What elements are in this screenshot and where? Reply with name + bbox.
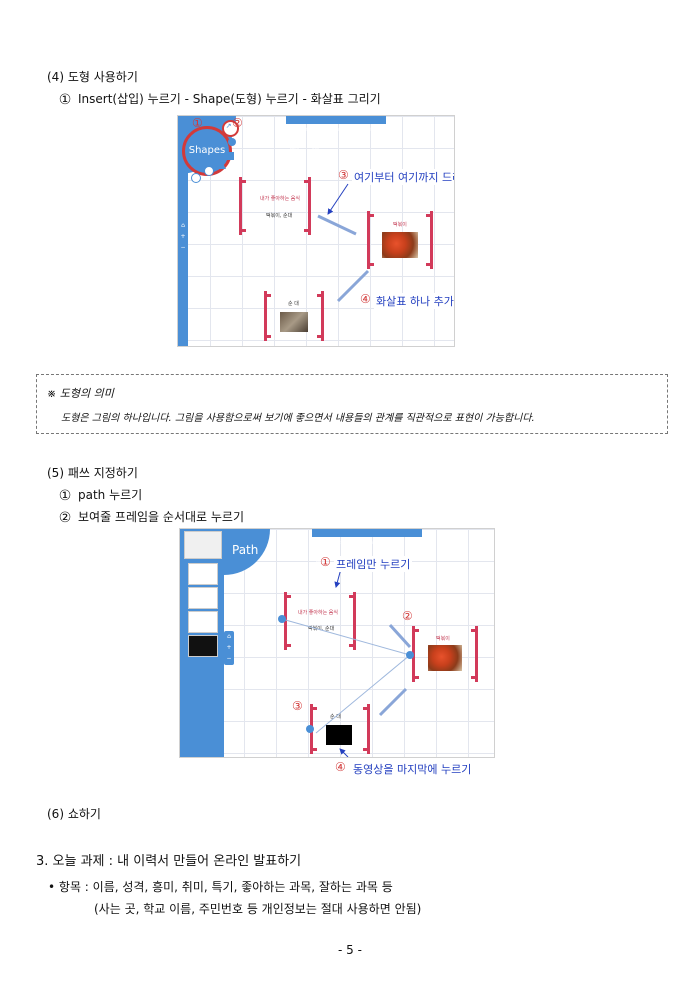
arrow-tool-button[interactable] bbox=[222, 120, 239, 137]
marker-1: ① bbox=[320, 555, 331, 569]
assignment-item-line: • 항목 : 이름, 성격, 흥미, 취미, 특기, 좋아하는 과목, 잘하는 … bbox=[48, 878, 393, 895]
section4-heading: (4) 도형 사용하기 bbox=[47, 70, 138, 84]
path-node-1 bbox=[278, 615, 286, 623]
path-label: Path bbox=[232, 543, 259, 557]
toolbar-print[interactable]: Print bbox=[388, 540, 398, 545]
toolbar-print[interactable]: Print bbox=[362, 127, 372, 132]
shape-circle-icon[interactable] bbox=[191, 173, 201, 183]
prezi-screenshot-shapes: Saved at 10:03 Meeting Print Help Exit S… bbox=[177, 115, 455, 347]
toolbar-meeting[interactable]: Meeting bbox=[333, 127, 350, 132]
sundae-photo bbox=[280, 312, 308, 332]
section5-step1: ① path 누르기 bbox=[58, 486, 143, 504]
drag-pointer-arrow bbox=[327, 183, 349, 215]
zoom-in-icon[interactable]: + bbox=[226, 644, 232, 651]
step-number: ② bbox=[58, 509, 72, 526]
marker-1: ① bbox=[192, 116, 203, 130]
home-icon[interactable]: ⌂ bbox=[227, 633, 231, 640]
frame-c-title: 순 대 bbox=[288, 301, 299, 307]
step-text: 보여줄 프레임을 순서대로 누르기 bbox=[78, 510, 245, 524]
assignment-warning: (사는 곳, 학교 이름, 주민번호 등 개인정보는 절대 사용하면 안됨) bbox=[94, 902, 422, 916]
frame-favorite-food[interactable] bbox=[284, 592, 356, 650]
toolbar-help[interactable]: Help bbox=[316, 559, 326, 564]
arrow-tool-icon: ↗ bbox=[225, 122, 232, 130]
path-node-3 bbox=[306, 725, 314, 733]
shape-triangle-icon[interactable] bbox=[216, 160, 226, 169]
shape-dot-icon[interactable] bbox=[228, 138, 236, 146]
thumb-frame-1[interactable] bbox=[188, 563, 218, 585]
toolbar-saved[interactable]: Saved at 10:03 bbox=[316, 540, 347, 545]
zoom-out-icon[interactable]: − bbox=[226, 655, 232, 662]
marker-2: ② bbox=[402, 609, 413, 623]
path-node-2 bbox=[406, 651, 414, 659]
prezi-toolbar: Saved at 10:03 Meeting Print Help Exit bbox=[286, 116, 386, 151]
pointer-arrow-3 bbox=[378, 687, 408, 717]
marker-3: ③ bbox=[292, 699, 303, 713]
thumb-overview[interactable] bbox=[184, 531, 222, 559]
toolbar-saved[interactable]: Saved at 10:03 bbox=[290, 127, 321, 132]
thumb-frame-4[interactable] bbox=[188, 635, 218, 657]
marker-4: ④ bbox=[335, 760, 346, 774]
marker-4: ④ bbox=[360, 292, 371, 306]
tteokbokki-photo bbox=[382, 232, 418, 258]
shape-pen-icon[interactable] bbox=[204, 166, 214, 176]
page-number: - 5 - bbox=[338, 943, 362, 957]
frame-b-title: 떡볶이 bbox=[436, 636, 450, 642]
arrow-annotation: 화살표 하나 추가 bbox=[374, 293, 454, 309]
note-body: 도형은 그림의 하나입니다. 그림을 사용함으로써 보기에 좋으면서 내용들의 … bbox=[61, 413, 535, 424]
zoom-in-icon[interactable]: + bbox=[180, 233, 186, 240]
thumb-frame-3[interactable] bbox=[188, 611, 218, 633]
path-lines bbox=[278, 564, 414, 757]
zoom-out-icon[interactable]: − bbox=[180, 244, 186, 251]
zoom-controls: ⌂ + − bbox=[178, 220, 188, 254]
pointer-arrow-4 bbox=[339, 748, 349, 757]
step-text: Insert(삽입) 누르기 - Shape(도형) 누르기 - 화살표 그리기 bbox=[78, 92, 381, 106]
section6-heading: (6) 쇼하기 bbox=[47, 807, 101, 821]
step-text: path 누르기 bbox=[78, 488, 143, 502]
path-connector bbox=[281, 618, 412, 734]
shapes-label: Shapes bbox=[188, 145, 226, 156]
video-thumbnail[interactable] bbox=[326, 725, 352, 745]
toolbar-help[interactable]: Help bbox=[290, 146, 300, 151]
assignment-heading: 3. 오늘 과제 : 내 이력서 만들어 온라인 발표하기 bbox=[36, 854, 302, 869]
drawn-arrow-2 bbox=[336, 269, 370, 303]
note-box: ※ 도형의 의미 도형은 그림의 하나입니다. 그림을 사용함으로써 보기에 좋… bbox=[36, 374, 668, 434]
shape-square-icon[interactable] bbox=[226, 152, 234, 160]
video-annotation: 동영상을 마지막에 누르기 bbox=[351, 761, 474, 777]
drag-annotation: 여기부터 여기까지 드래그 bbox=[352, 169, 454, 185]
section4-step1: ① Insert(삽입) 누르기 - Shape(도형) 누르기 - 화살표 그리… bbox=[58, 90, 381, 107]
frame-favorite-food[interactable] bbox=[239, 177, 311, 235]
thumb-frame-2[interactable] bbox=[188, 587, 218, 609]
prezi-screenshot-path: Saved at 10:03 Meeting Print Help Exit P… bbox=[179, 528, 495, 758]
frame-a-title: 내가 좋아하는 음식 bbox=[298, 610, 338, 616]
section5-step2: ② 보여줄 프레임을 순서대로 누르기 bbox=[58, 508, 244, 525]
item-text: 항목 : 이름, 성격, 흥미, 취미, 특기, 좋아하는 과목, 잘하는 과목… bbox=[58, 880, 393, 894]
frame-tteokbokki[interactable] bbox=[367, 211, 433, 269]
shapes-button[interactable]: Shapes bbox=[182, 126, 232, 176]
frame-sundae[interactable] bbox=[264, 291, 324, 341]
toolbar-meeting[interactable]: Meeting bbox=[359, 540, 376, 545]
pointer-arrow-2 bbox=[388, 623, 412, 649]
annotation-arrows bbox=[317, 183, 370, 303]
step-number: ① bbox=[58, 91, 72, 108]
frame-a-title: 내가 좋아하는 음식 bbox=[260, 196, 300, 202]
frame-a-subtitle: 떡볶이, 순대 bbox=[308, 626, 335, 632]
marker-3: ③ bbox=[338, 168, 349, 182]
zoom-controls: ⌂ + − bbox=[224, 631, 234, 665]
bullet: • bbox=[48, 880, 56, 894]
note-heading: ※ 도형의 의미 bbox=[47, 387, 114, 400]
step-number: ① bbox=[58, 487, 72, 504]
frame-b-title: 떡볶이 bbox=[393, 222, 407, 228]
tteokbokki-photo bbox=[428, 645, 462, 671]
section5-heading: (5) 패쓰 지정하기 bbox=[47, 466, 138, 480]
frame-a-subtitle: 떡볶이, 순대 bbox=[266, 213, 293, 219]
frame-only-annotation: 프레임만 누르기 bbox=[334, 556, 413, 572]
home-icon[interactable]: ⌂ bbox=[181, 222, 185, 229]
toolbar-exit[interactable]: Exit bbox=[312, 146, 320, 151]
drawn-arrow-shaft bbox=[317, 214, 357, 236]
marker-2: ② bbox=[232, 116, 243, 130]
